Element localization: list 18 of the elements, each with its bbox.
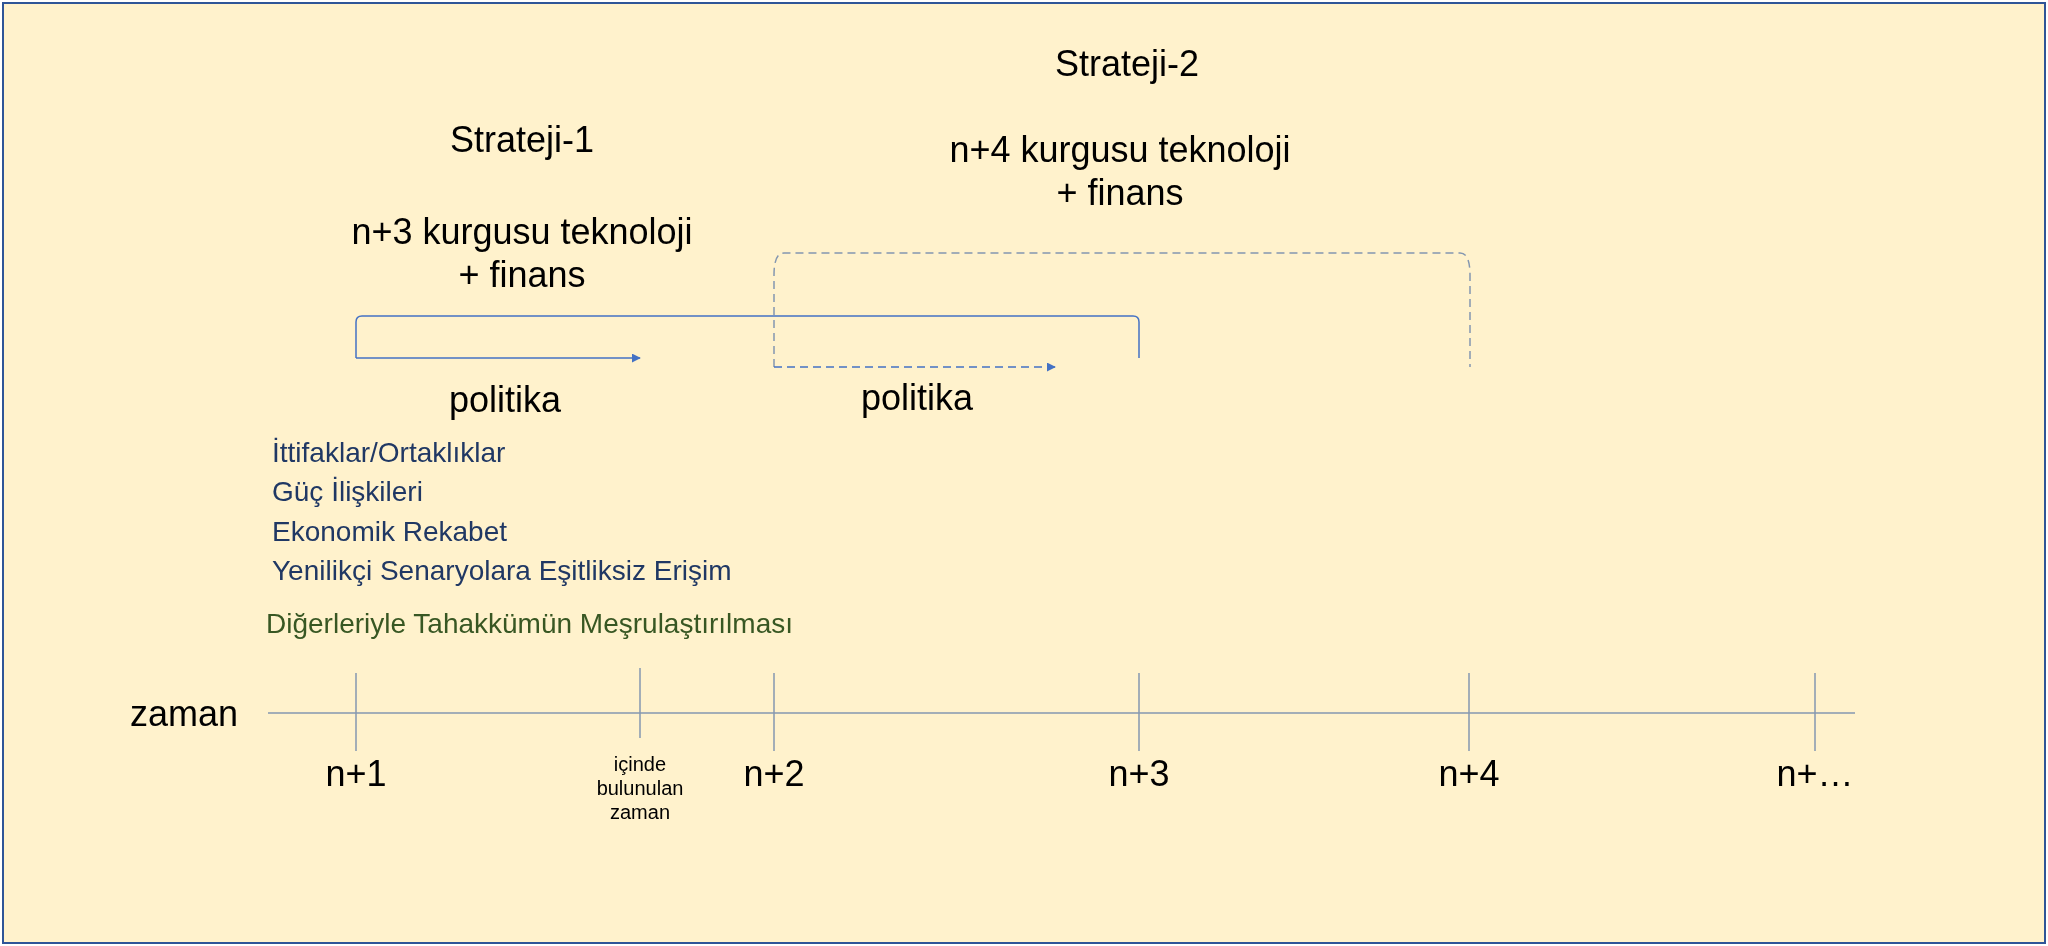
axis-label: zaman <box>130 692 239 736</box>
strategy-title: Strateji-1 <box>449 118 595 162</box>
list-item: İttifaklar/Ortaklıklar <box>272 436 506 470</box>
policy-label: politika <box>860 376 974 420</box>
tick-label: n+2 <box>743 752 805 796</box>
list-item: Güç İlişkileri <box>272 475 423 509</box>
list-item: Yenilikçi Senaryolara Eşitliksiz Erişim <box>272 554 732 588</box>
scenario-text: n+4 kurgusu teknoloji + finans <box>948 128 1292 215</box>
list-item: Ekonomik Rekabet <box>272 515 507 549</box>
tick-label: içinde bulunulan zaman <box>595 752 685 824</box>
scenario-text: n+3 kurgusu teknoloji + finans <box>350 210 694 297</box>
tick-label: n+4 <box>1438 752 1500 796</box>
tick-label: n+3 <box>1108 752 1170 796</box>
tick-label: n+… <box>1776 752 1854 796</box>
tick-label: n+1 <box>325 752 387 796</box>
list-item: Diğerleriyle Tahakkümün Meşrulaştırılması <box>266 607 793 641</box>
strategy-title: Strateji-2 <box>1054 42 1200 86</box>
policy-label: politika <box>448 378 562 422</box>
